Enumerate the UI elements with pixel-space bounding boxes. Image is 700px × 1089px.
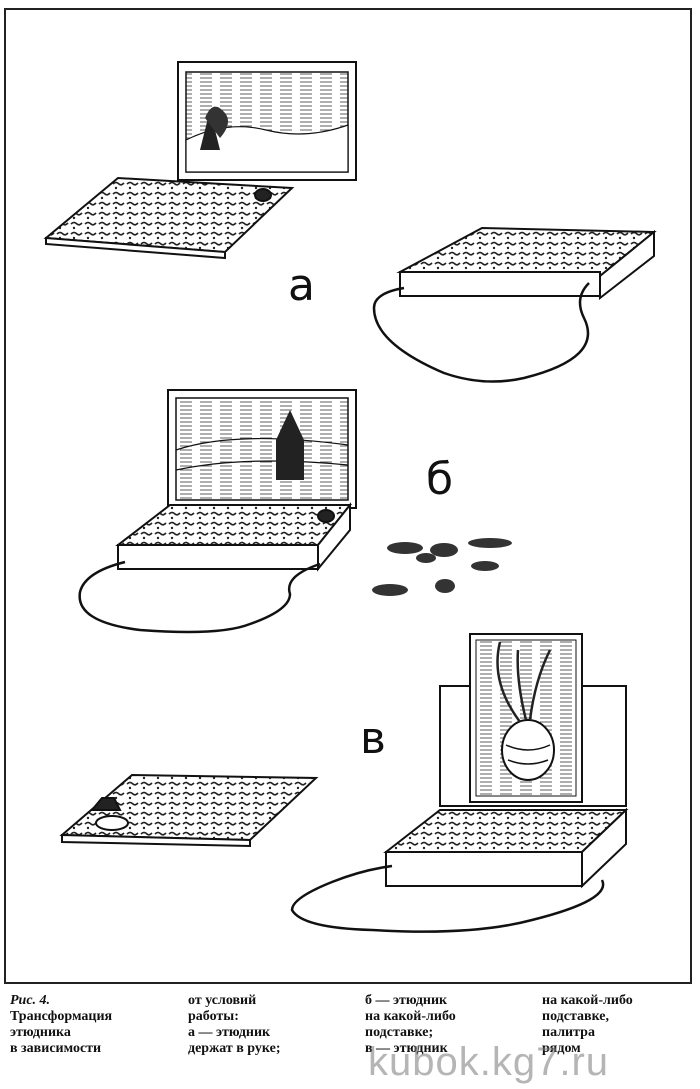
caption-line: этюдника <box>10 1025 71 1040</box>
etude-box-b-open <box>78 389 357 634</box>
watermark: kubok.kg7.ru <box>368 1040 610 1084</box>
caption-line: рядом <box>542 1041 581 1056</box>
caption-line: в — этюдник <box>365 1041 448 1056</box>
caption-col-4: на какой-либо подставке, палитра рядом <box>542 993 633 1057</box>
caption-line: работы: <box>188 1009 239 1024</box>
caption-line: а — этюдник <box>188 1025 271 1040</box>
caption-line: Трансформация <box>10 1009 113 1024</box>
palette-v <box>59 773 319 848</box>
caption-line: держат в руке; <box>188 1041 281 1056</box>
caption-line: от условий <box>188 993 257 1008</box>
caption-line: подставке, <box>542 1009 609 1024</box>
caption-line: б — этюдник <box>365 993 448 1008</box>
label-v: в <box>360 713 386 764</box>
caption-col-3: б — этюдник на какой-либо подставке; в —… <box>365 993 456 1057</box>
caption-col-2: от условий работы: а — этюдник держат в … <box>188 993 281 1057</box>
etude-box-v-open <box>290 633 629 933</box>
paint-tubes-b <box>372 538 512 596</box>
caption-line: на какой-либо <box>365 1009 456 1024</box>
label-a: а <box>288 260 315 311</box>
figure-number: Рис. 4. <box>10 993 51 1008</box>
caption-col-1: Рис. 4. Трансформация этюдника в зависим… <box>10 993 112 1057</box>
etude-box-a-open <box>43 61 357 260</box>
caption-line: в зависимости <box>10 1041 102 1056</box>
caption-line: на какой-либо <box>542 993 633 1008</box>
caption-line: палитра <box>542 1025 595 1040</box>
caption-line: подставке; <box>365 1025 434 1040</box>
etude-box-a-closed <box>372 226 657 383</box>
label-b: б <box>426 454 453 505</box>
figure-frame <box>4 8 692 984</box>
